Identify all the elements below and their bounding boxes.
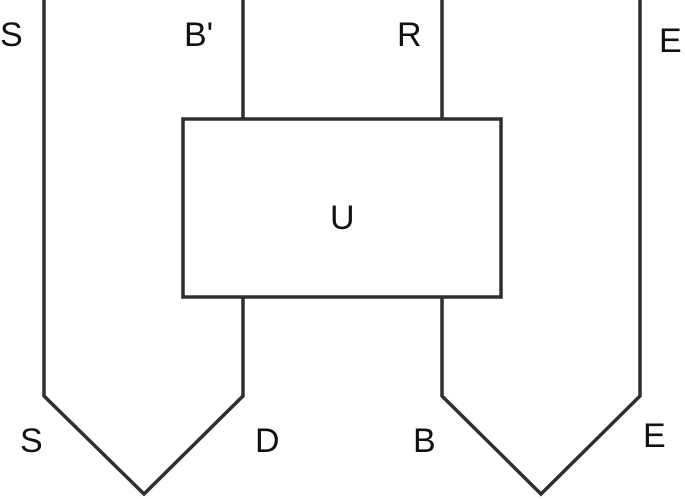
label-top-b-prime: B' bbox=[184, 16, 213, 54]
wire-b-to-cup-e bbox=[440, 0, 642, 497]
wire-s-to-cup bbox=[42, 0, 245, 497]
label-bottom-d: D bbox=[255, 422, 280, 460]
label-box-u: U bbox=[330, 199, 355, 237]
label-top-r: R bbox=[397, 16, 422, 54]
unitary-box-u bbox=[181, 117, 503, 299]
label-bottom-s: S bbox=[20, 422, 43, 460]
label-bottom-e: E bbox=[643, 417, 666, 455]
label-top-e: E bbox=[659, 22, 682, 60]
label-top-s: S bbox=[0, 16, 23, 54]
label-bottom-b: B bbox=[413, 422, 436, 460]
